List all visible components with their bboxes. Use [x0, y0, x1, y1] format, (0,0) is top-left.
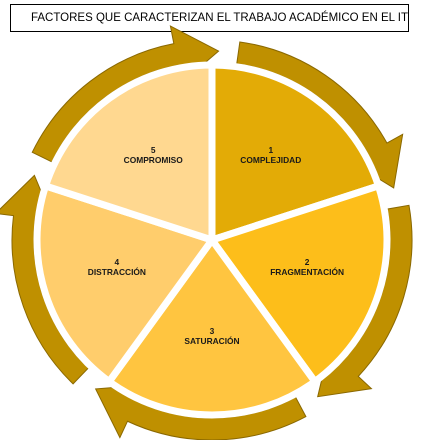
pie-segment-2	[208, 182, 391, 386]
segment-number: 3	[210, 326, 215, 336]
pie-segment-5	[42, 61, 216, 244]
diagram-title: FACTORES QUE CARACTERIZAN EL TRABAJO ACA…	[10, 4, 409, 32]
segment-name: COMPROMISO	[124, 155, 184, 165]
segment-number: 1	[268, 145, 273, 155]
segment-name: SATURACIÓN	[184, 335, 239, 346]
segment-number: 5	[151, 145, 156, 155]
segment-name: DISTRACCIÓN	[88, 266, 146, 277]
diagram-title-text: FACTORES QUE CARACTERIZAN EL TRABAJO ACA…	[31, 12, 409, 24]
segment-number: 2	[305, 257, 310, 267]
segment-name: FRAGMENTACIÓN	[270, 266, 344, 277]
pie-segments	[33, 61, 391, 419]
pie-segment-4	[33, 182, 216, 386]
segment-number: 4	[115, 257, 120, 267]
cycle-arrows	[0, 25, 413, 440]
segment-name: COMPLEJIDAD	[240, 155, 301, 165]
pie-segment-3	[105, 236, 319, 419]
